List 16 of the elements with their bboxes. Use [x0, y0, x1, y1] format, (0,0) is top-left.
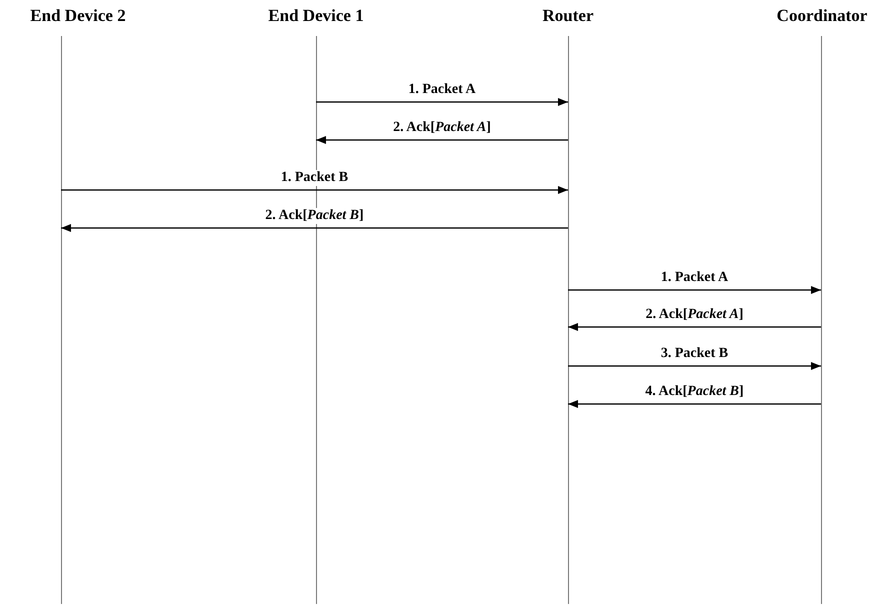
message-arrow	[316, 98, 568, 106]
edge-label: 2. Ack[Packet A]	[391, 120, 493, 136]
message-arrow	[316, 136, 568, 144]
participant-label: End Device 2	[30, 6, 126, 26]
message-arrow	[568, 323, 821, 331]
message-arrow	[568, 286, 821, 294]
message-arrow	[61, 224, 568, 232]
edge-label: 2. Ack[Packet B]	[263, 208, 366, 224]
edge-label: 4. Ack[Packet B]	[643, 384, 746, 400]
participant-label: Router	[542, 6, 594, 26]
participant-label: Coordinator	[776, 6, 868, 26]
message-arrow	[568, 362, 821, 370]
message-arrow	[568, 400, 821, 408]
participant-label: End Device 1	[268, 6, 364, 26]
edge-label: 2. Ack[Packet A]	[644, 307, 746, 323]
message-arrow	[61, 186, 568, 194]
